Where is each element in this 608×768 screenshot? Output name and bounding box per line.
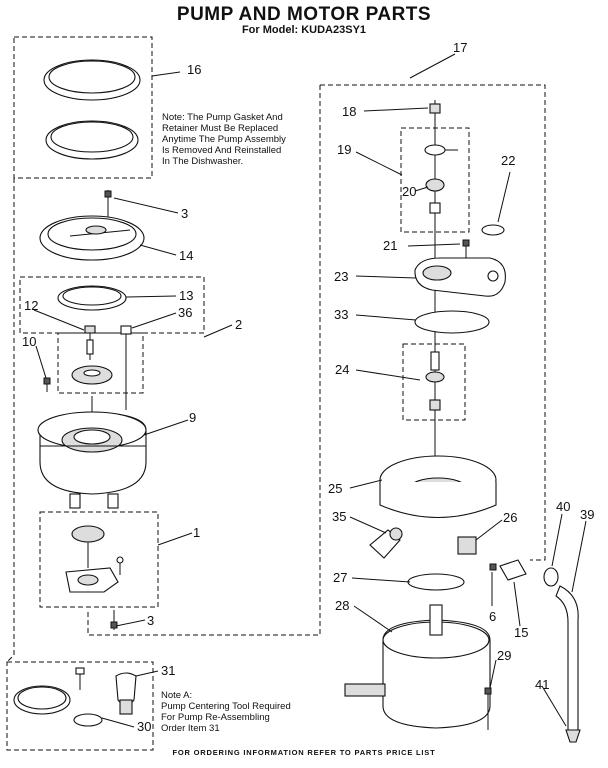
- gasket-ring-upper-inner: [48, 60, 136, 94]
- clamp-40: [543, 567, 559, 587]
- callout-23: 23: [334, 269, 348, 284]
- callout-28: 28: [335, 598, 349, 613]
- callout-41: 41: [535, 677, 549, 692]
- callout-numbers: 16 17 18 19 20 22 3 14 21 23 13 12 36 2 …: [22, 40, 594, 734]
- callout-12: 12: [24, 298, 38, 313]
- callout-40: 40: [556, 499, 570, 514]
- frame-pump-assembly: [320, 84, 546, 561]
- callout-2: 2: [235, 317, 242, 332]
- centering-tool-note: Note A: Pump Centering Tool Required For…: [161, 690, 291, 734]
- callout-20: 20: [402, 184, 416, 199]
- frame-retainer-group: [19, 276, 205, 334]
- leader-lines: [33, 53, 587, 728]
- callout-33: 33: [334, 307, 348, 322]
- callout-24: 24: [335, 362, 349, 377]
- nut-12: [84, 325, 96, 334]
- callout-9: 9: [189, 410, 196, 425]
- frame-gasket-group: [13, 36, 153, 179]
- callout-35: 35: [332, 509, 346, 524]
- callout-36: 36: [178, 305, 192, 320]
- callout-16: 16: [187, 62, 201, 77]
- gasket-note: Note: The Pump Gasket And Retainer Must …: [162, 112, 286, 167]
- screw-3-lower: [110, 621, 118, 629]
- drain-hose-39: [555, 585, 579, 731]
- callout-17: 17: [453, 40, 467, 55]
- slinger-27: [407, 573, 465, 591]
- seat-20: [425, 178, 445, 192]
- callout-22: 22: [501, 153, 515, 168]
- callout-30: 30: [137, 719, 151, 734]
- gasket-ring-lower-inner: [50, 121, 134, 153]
- callout-14: 14: [179, 248, 193, 263]
- callout-6: 6: [489, 609, 496, 624]
- bracket-26: [457, 536, 477, 555]
- callout-15: 15: [514, 625, 528, 640]
- callout-29: 29: [497, 648, 511, 663]
- frame-pump-assembly-left: [87, 85, 321, 636]
- callout-25: 25: [328, 481, 342, 496]
- callout-27: 27: [333, 570, 347, 585]
- screw-3-upper: [104, 190, 112, 198]
- fitting-6: [489, 563, 497, 571]
- callout-19: 19: [337, 142, 351, 157]
- ordering-footer: FOR ORDERING INFORMATION REFER TO PARTS …: [172, 748, 436, 757]
- callout-21: 21: [383, 238, 397, 253]
- callout-39: 39: [580, 507, 594, 522]
- model-subtitle: For Model: KUDA23SY1: [241, 24, 367, 36]
- screw-10: [43, 377, 51, 385]
- frame-tool-group: [6, 661, 154, 751]
- screw-21: [462, 239, 470, 247]
- plug-36: [120, 325, 132, 335]
- bolt-29: [484, 687, 492, 695]
- callout-31: 31: [161, 663, 175, 678]
- page-title: PUMP AND MOTOR PARTS: [176, 4, 432, 25]
- seal-19: [424, 144, 446, 156]
- callout-1: 1: [193, 525, 200, 540]
- callout-3-lower: 3: [147, 613, 154, 628]
- chopper-screen: [71, 525, 105, 543]
- callout-18: 18: [342, 104, 356, 119]
- spacer-30: [73, 713, 103, 727]
- callout-26: 26: [503, 510, 517, 525]
- frame-left-rail: [6, 178, 15, 663]
- callout-13: 13: [179, 288, 193, 303]
- frame-chopper-group: [39, 511, 159, 608]
- callout-3-upper: 3: [181, 206, 188, 221]
- callout-10: 10: [22, 334, 36, 349]
- o-ring-22: [481, 224, 505, 236]
- shaft-24: [430, 351, 440, 371]
- frame-impeller-group: [57, 332, 144, 394]
- nut-18: [429, 103, 441, 114]
- frame-shaft-group: [402, 343, 466, 421]
- gasket-33: [414, 310, 490, 334]
- hose-tip-41: [565, 729, 581, 743]
- hose-clamp-15: [499, 559, 527, 581]
